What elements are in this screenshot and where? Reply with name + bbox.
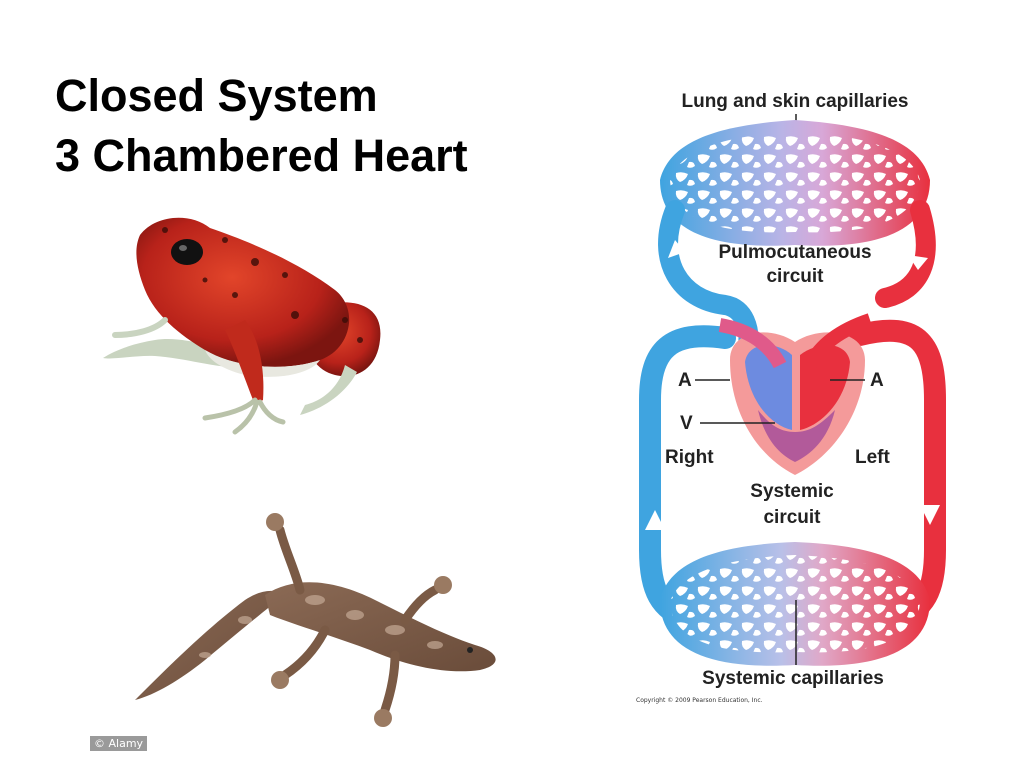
ventricle-label: V: [680, 413, 693, 434]
gecko-image: [135, 513, 496, 727]
slide-title: Closed System 3 Chambered Heart: [55, 66, 468, 186]
photo-credit: © Alamy: [90, 736, 148, 751]
systemic-capillaries-label: Systemic capillaries: [702, 668, 884, 689]
copyright-text: Copyright © 2009 Pearson Education, Inc.: [636, 697, 763, 704]
title-line-2: 3 Chambered Heart: [55, 130, 468, 181]
left-atrium-label: A: [678, 370, 692, 391]
pulmocutaneous-label-line2: circuit: [766, 266, 824, 287]
circulation-diagram: Lung and skin capillaries Pulmocutaneous…: [636, 91, 946, 704]
right-side-label: Right: [665, 447, 714, 468]
systemic-circuit-label-line1: Systemic: [750, 481, 834, 502]
systemic-circuit-label-line2: circuit: [763, 507, 821, 528]
left-side-label: Left: [855, 447, 891, 468]
frog-image: [103, 217, 381, 435]
lung-skin-capillaries-label: Lung and skin capillaries: [681, 91, 908, 112]
right-atrium-label: A: [870, 370, 884, 391]
pulmocutaneous-label-line1: Pulmocutaneous: [718, 242, 871, 263]
title-line-1: Closed System: [55, 70, 378, 121]
